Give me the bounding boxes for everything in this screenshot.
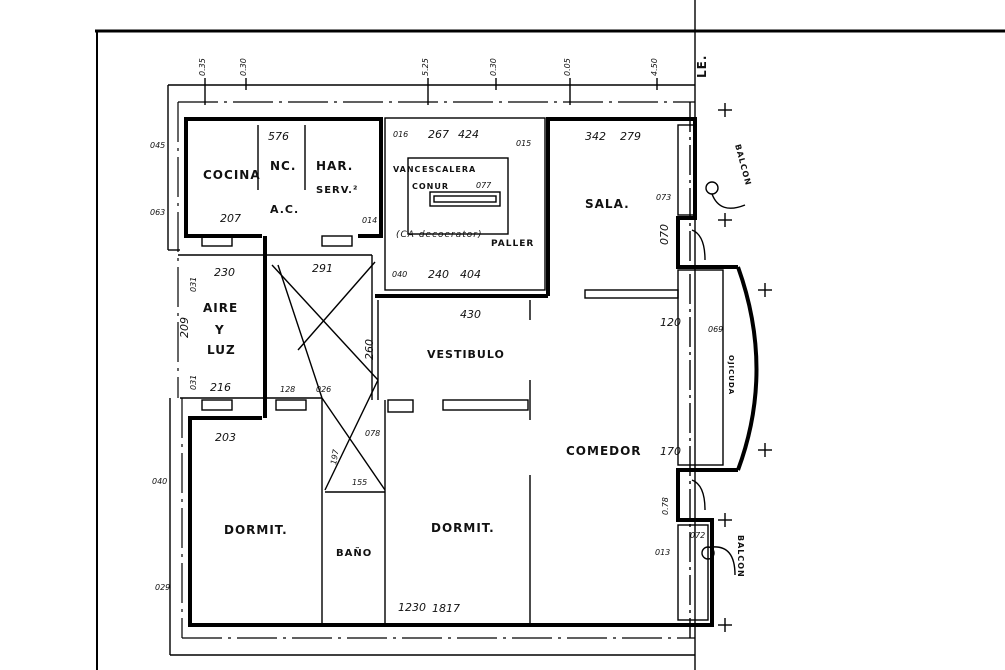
room-label-aire: AIRE [203,301,238,315]
room-label-serv: SERV.² [316,185,358,196]
dim-label: 120 [660,316,681,329]
room-label-sala: SALA. [585,197,630,211]
exterior-walls [184,117,759,627]
top-dim: 0.05 [563,58,572,76]
dim-label: 014 [362,216,377,225]
balcony-label-top: BALCON [733,143,753,187]
dim-label: 203 [215,431,236,444]
top-dim: 0.30 [489,58,498,76]
bay-window-label: OJICUDA [727,355,735,395]
dim-label: 077 [476,181,492,190]
dim-label: 291 [312,262,333,275]
room-label-escalera: ESCALERA [422,165,476,174]
dim-label: 267 [428,128,449,141]
dim-label: 031 [189,277,198,292]
room-label-dormitorio-left: DORMIT. [224,523,288,537]
dim-label: 040 [152,477,167,486]
dim-label: 073 [656,193,671,202]
balcony-label-bottom: BALCON [736,535,745,578]
dim-label: 072 [690,531,705,540]
dim-label: 069 [708,325,723,334]
dim-label: 1230 [398,601,426,614]
dim-label: 207 [220,212,241,225]
dim-label: 128 [280,385,295,394]
room-label-nc: NC. [270,159,296,173]
dim-label: 026 [316,385,331,394]
room-label-cocina: COCINA [203,168,261,182]
room-label-bano: BAÑO [336,546,372,559]
dim-label: 013 [655,548,670,557]
dim-label: 216 [210,381,231,394]
dim-label: 342 [585,130,606,143]
room-label-vanc: VANC [393,165,421,174]
dim-label: 155 [352,478,367,487]
dim-label: 430 [460,308,481,321]
dim-label: 230 [214,266,235,279]
room-label-dormitorio-center: DORMIT. [431,521,495,535]
top-dim: 4.50 [650,58,659,76]
dim-label: 070 [658,224,671,245]
property-line-label: LE. [695,55,709,78]
top-dimension-ticks [204,78,658,105]
room-label-decorator: (CA decoerator) [396,230,483,240]
room-label-conur: CONUR [412,182,449,191]
room-label-y: Y [214,323,225,337]
top-dimensions: 0.35 0.30 5.25 0.30 0.05 4.50 [198,58,659,76]
dim-label: 404 [460,268,481,281]
dim-label: 424 [458,128,479,141]
interior-walls [178,117,746,625]
room-label-vestibulo: VESTIBULO [427,348,505,361]
dim-label: 040 [392,270,407,279]
dim-label: 045 [150,141,165,150]
room-label-paller: PALLER [491,239,534,249]
dim-label: 031 [189,375,198,390]
top-dim: 0.30 [239,58,248,76]
dim-label: 576 [268,130,289,143]
dim-label: 197 [329,448,341,465]
dim-label: 015 [516,139,531,148]
room-label-comedor: COMEDOR [566,444,642,458]
room-label-har: HAR. [316,159,353,173]
dim-label: 016 [393,130,408,139]
top-dim: 5.25 [421,58,430,76]
room-label-ac: A.C. [270,203,299,216]
property-lines [167,0,696,670]
level-marks [718,103,772,632]
dim-label: 1817 [432,602,460,615]
dim-label: 260 [363,339,376,360]
dim-label: 209 [178,317,191,338]
dim-label: 063 [150,208,165,217]
dim-label: 029 [155,583,170,592]
dim-label: 279 [620,130,641,143]
dim-label: 078 [365,429,380,438]
dim-label: 170 [660,445,681,458]
room-label-luz: LUZ [207,343,236,357]
dim-label: 240 [428,268,449,281]
top-dim: 0.35 [198,58,207,76]
dim-label: 0.78 [661,497,670,515]
